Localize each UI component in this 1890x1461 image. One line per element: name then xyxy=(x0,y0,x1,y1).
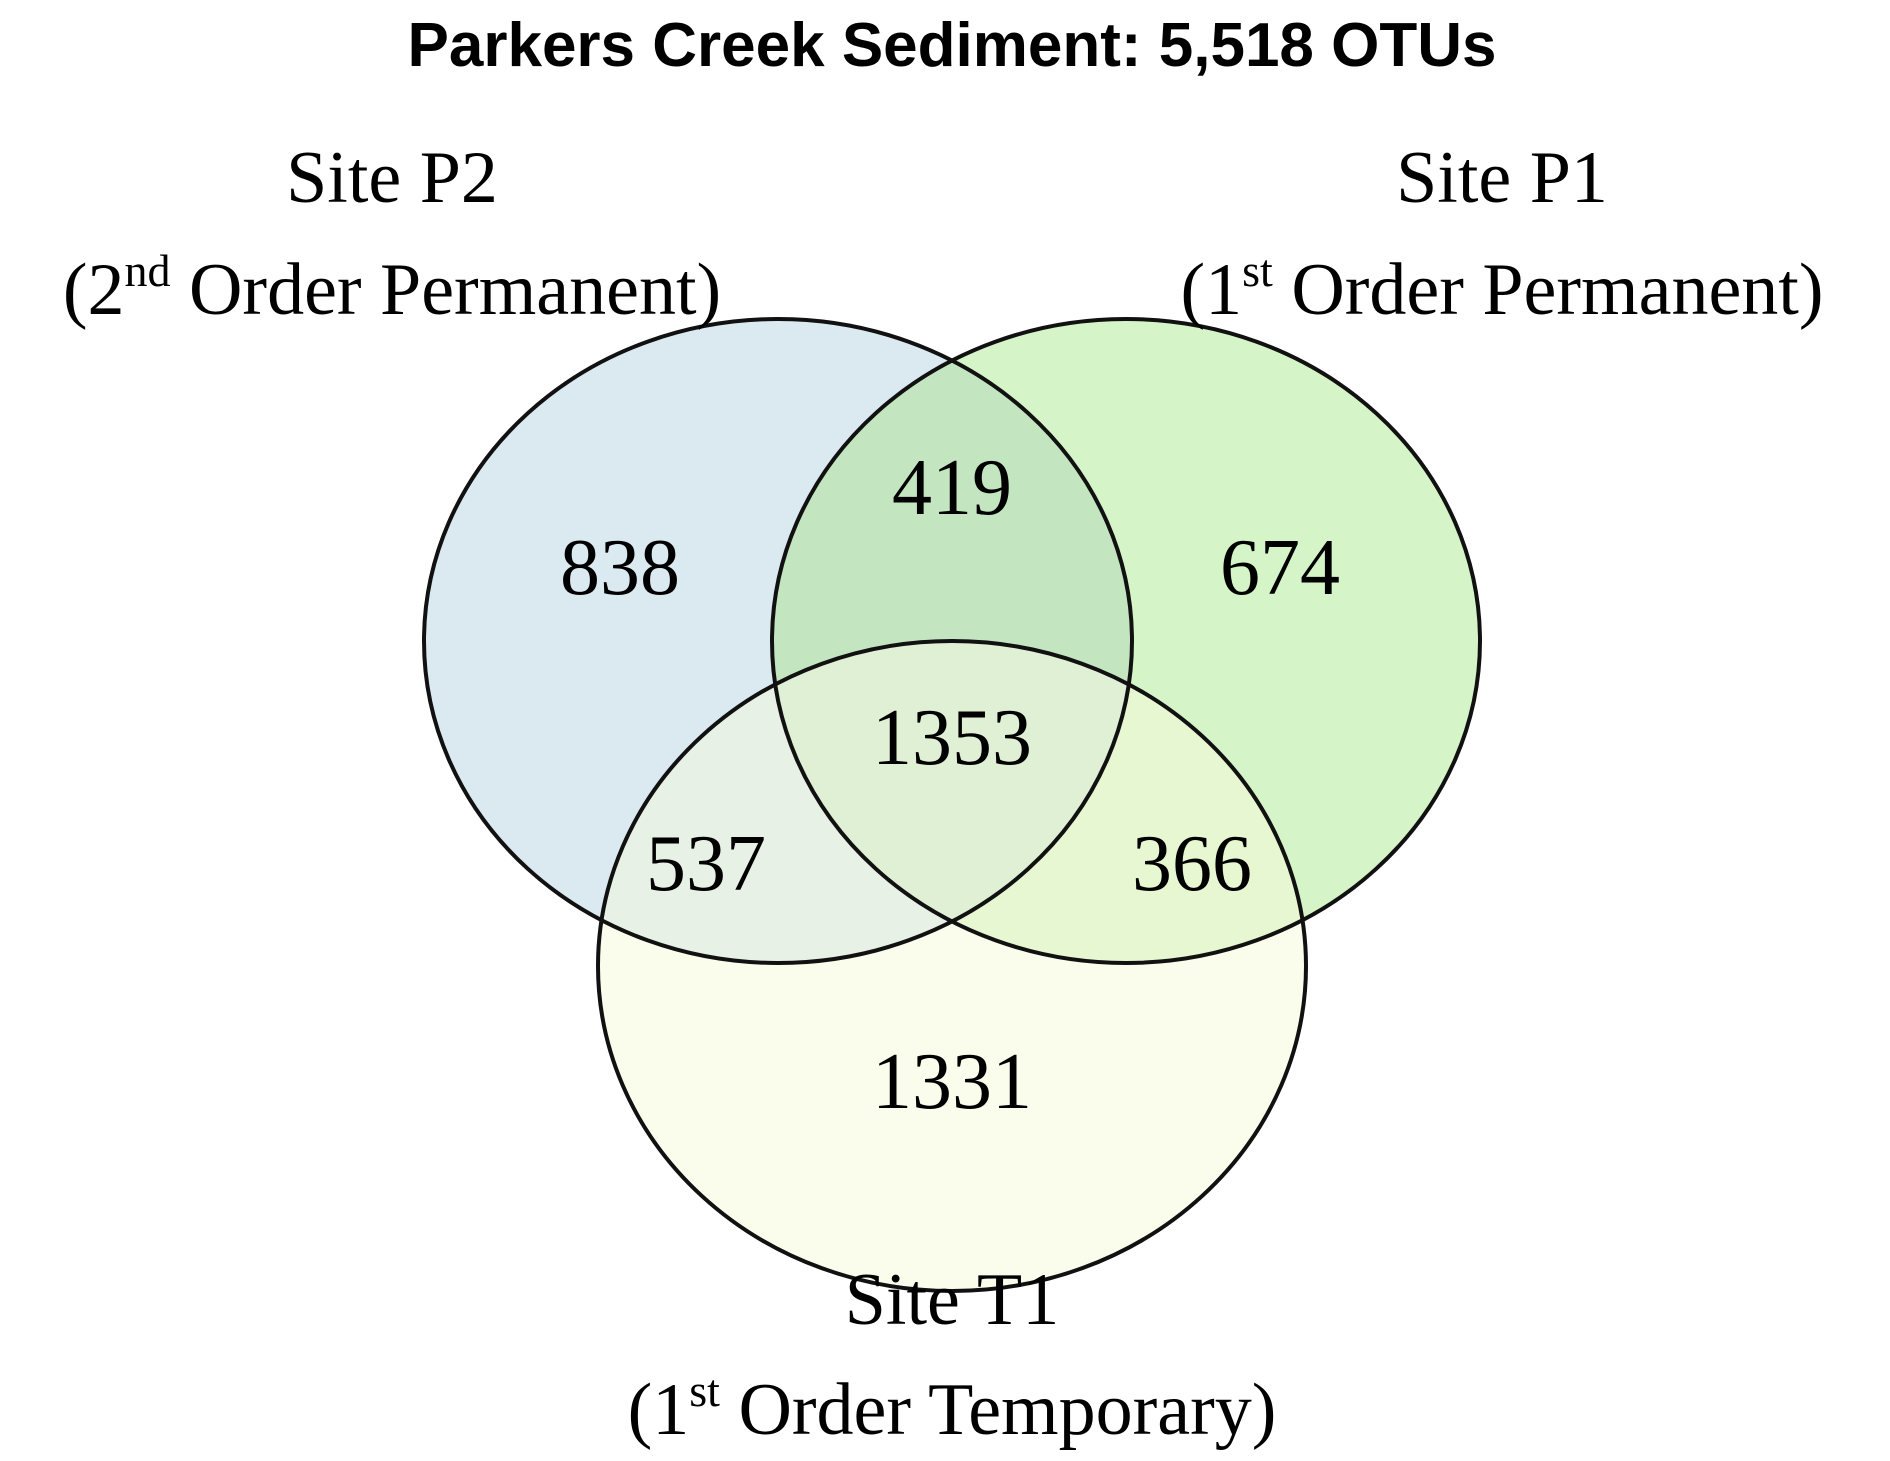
set-p1-name: Site P1 xyxy=(1396,137,1608,219)
count-p2-p1: 419 xyxy=(892,444,1012,532)
count-p1-only: 674 xyxy=(1220,524,1340,612)
set-t1-desc-pre: (1 xyxy=(628,1369,690,1451)
set-p1-outline xyxy=(770,317,1482,965)
diagram-title: Parkers Creek Sediment: 5,518 OTUs xyxy=(408,11,1497,80)
set-t1-outline xyxy=(596,639,1308,1293)
set-t1-desc-sup: st xyxy=(689,1365,720,1416)
count-t1-only: 1331 xyxy=(872,1038,1032,1126)
set-p1-desc-sup: st xyxy=(1242,245,1273,296)
count-p1-t1: 366 xyxy=(1132,820,1252,908)
set-t1-desc-post: Order Temporary) xyxy=(720,1369,1276,1451)
set-p1-desc-post: Order Permanent) xyxy=(1273,249,1824,331)
set-p1-desc-pre: (1 xyxy=(1180,249,1242,331)
set-p2-description: (2nd Order Permanent) xyxy=(63,245,721,331)
set-p2-desc-post: Order Permanent) xyxy=(170,249,721,331)
set-t1-name: Site T1 xyxy=(845,1259,1059,1341)
set-t1-description: (1st Order Temporary) xyxy=(628,1365,1277,1451)
set-p2-desc-sup: nd xyxy=(124,245,170,296)
set-p2-desc-pre: (2 xyxy=(63,249,125,331)
set-p1-description: (1st Order Permanent) xyxy=(1180,245,1823,331)
set-p2-outline xyxy=(422,317,1134,965)
count-p2-only: 838 xyxy=(560,524,680,612)
count-p2-t1: 537 xyxy=(646,820,766,908)
count-all: 1353 xyxy=(872,694,1032,782)
set-p2-name: Site P2 xyxy=(286,137,498,219)
